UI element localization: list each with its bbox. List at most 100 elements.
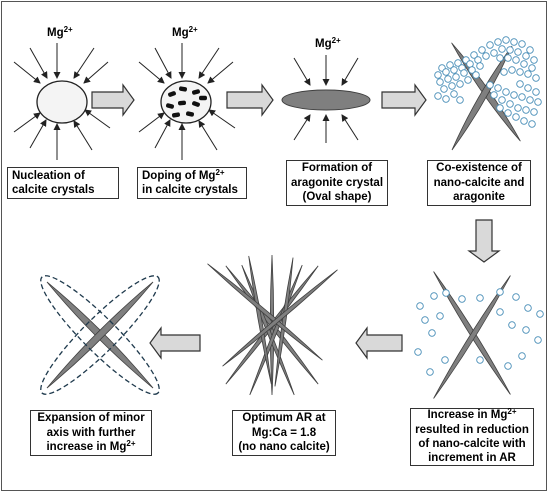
nano-calcite-particle [494,84,502,92]
nano-calcite-particle [516,68,524,76]
mg-arrow [293,114,311,141]
nano-calcite-particle [512,56,520,64]
nano-calcite-particle [532,74,540,82]
nano-calcite-particle [520,60,528,68]
nano-calcite-particle [500,68,508,76]
aragonite-needle [248,255,272,385]
mg-dopant [178,86,188,92]
mg-arrow [29,47,48,79]
nano-calcite-particle [472,71,480,79]
nano-calcite-particle [518,352,526,360]
nano-calcite-particle [434,92,442,100]
nano-calcite-particle [504,362,512,370]
aragonite-oval [281,89,371,111]
mg-arrow [293,57,311,86]
mg-arrow [138,112,165,133]
flow-arrow-3 [381,83,427,117]
mg-dopant [199,95,207,101]
mg-dopant [171,112,181,118]
nano-calcite-particle [530,56,538,64]
caption-nucleation: Nucleation of calcite crystals [7,167,119,199]
mg-dopant [168,91,176,97]
nano-calcite-particle [456,80,464,88]
nano-calcite-particle [442,95,450,103]
nano-calcite-particle [440,85,448,93]
nano-calcite-particle [498,45,506,53]
nano-calcite-particle [506,100,514,108]
nano-calcite-particle [520,117,528,125]
nano-calcite-particle [514,104,522,112]
nano-calcite-particle [494,38,502,46]
nano-calcite-particle [446,61,454,69]
nano-calcite-particle [450,90,458,98]
mg-arrow [341,57,359,86]
nano-calcite-particle [504,109,512,117]
nano-calcite-particle [524,70,532,78]
mg-ion-label-2: Mg2+ [172,25,198,40]
nano-calcite-particle [434,71,442,79]
nano-calcite-particle [522,326,530,334]
nano-calcite-particle [490,91,498,99]
mg-dopant [186,111,194,117]
aragonite-needle [433,275,511,399]
mg-arrow [73,47,95,79]
aragonite-needle [207,263,323,361]
nano-calcite-particle [516,80,524,88]
mg-arrow [198,47,220,79]
nano-calcite-particle [522,52,530,60]
mg-arrow [138,61,165,84]
nano-calcite-particle [502,88,510,96]
calcite-nucleus [36,80,88,124]
nano-calcite-particle [444,75,452,83]
nano-calcite-particle [436,78,444,86]
doped-calcite [160,80,212,124]
nano-calcite-particle [482,52,490,60]
expansion-envelope [40,275,160,395]
nano-calcite-particle [508,321,516,329]
nano-calcite-particle [430,292,438,300]
caption-coexistence: Co-existence of nano-calcite and aragoni… [427,160,531,206]
nano-calcite-particle [524,84,532,92]
nano-calcite-particle [510,91,518,99]
nano-calcite-particle [506,46,514,54]
nano-calcite-particle [442,68,450,76]
mg-dopant [192,89,200,95]
nano-calcite-particle [454,59,462,67]
nano-calcite-particle [536,310,544,318]
nano-calcite-particle [464,76,472,84]
flow-arrow-2 [226,83,274,117]
nano-calcite-particle [450,66,458,74]
nano-calcite-particle [512,293,520,301]
nano-calcite-particle [458,295,466,303]
nano-calcite-particle [524,304,532,312]
nano-calcite-particle [532,88,540,96]
nano-calcite-particle [496,308,504,316]
mg-arrow [83,61,109,84]
nano-calcite-particle [478,46,486,54]
nano-calcite-particle [510,38,518,46]
nano-calcite-particle [468,66,476,74]
crystal-shapes [36,36,544,399]
flow-arrow-4 [467,219,501,263]
nano-calcite-particle [504,54,512,62]
nano-calcite-particle [502,36,510,44]
nano-calcite-particle [442,289,450,297]
nano-calcite-particle [490,49,498,57]
mg-arrow [154,119,171,149]
nano-calcite-particle [441,356,449,364]
flow-arrow-5 [355,326,403,360]
nano-calcite-particle [528,120,536,128]
nano-calcite-particle [486,81,494,89]
nano-calcite-particle [526,96,534,104]
nano-calcite-particle [486,41,494,49]
aragonite-needle [222,269,338,367]
nano-calcite-particle [428,329,436,337]
nano-calcite-particle [508,66,516,74]
mg-ion-label-3: Mg2+ [315,36,341,51]
mg-arrow [84,109,111,129]
mg-ion-label-1: Mg2+ [47,25,73,40]
mg-arrow [341,114,359,141]
caption-optimum: Optimum AR at Mg:Ca = 1.8 (no nano calci… [232,410,336,456]
nano-calcite-particle [448,82,456,90]
